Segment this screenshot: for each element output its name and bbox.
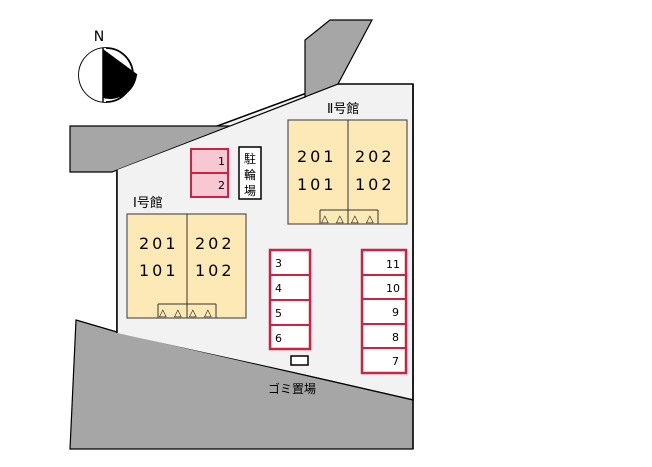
building-1-unit-102: 102	[195, 261, 235, 280]
parking-space-label: 8	[392, 331, 399, 344]
garbage-label: ゴミ置場	[268, 381, 316, 396]
building-2-name: Ⅱ号館	[327, 102, 359, 117]
bike-space-label: 1	[218, 155, 225, 168]
parking-space-label: 9	[392, 306, 399, 319]
bike-space-label: 2	[218, 179, 225, 192]
building-1-step: △	[174, 308, 182, 319]
parking-space-label: 5	[275, 307, 282, 320]
building-1-unit-201: 201	[139, 234, 179, 253]
bike-parking: 1 2 駐 輪 場	[190, 146, 262, 200]
building-2-step: △	[336, 214, 344, 225]
bike-parking-sign	[238, 146, 262, 200]
compass-label: N	[94, 29, 104, 45]
building-1-step: △	[204, 308, 212, 319]
bike-parking-label-char: 場	[244, 184, 256, 198]
building-2-unit-102: 102	[355, 175, 395, 194]
bike-parking-label-char: 輪	[244, 167, 256, 182]
parking-space-label: 6	[275, 332, 282, 345]
parking-space-label: 10	[386, 282, 400, 295]
building-2-unit-201: 201	[297, 147, 337, 166]
building-2-step: △	[321, 214, 329, 225]
parking-space-label: 3	[275, 257, 282, 270]
building-1-unit-202: 202	[195, 234, 235, 253]
parking-space-label: 7	[392, 355, 399, 368]
parking-space-label: 4	[275, 282, 282, 295]
bike-parking-label-char: 駐	[244, 151, 256, 166]
building-2-step: △	[351, 214, 359, 225]
building-1-step: △	[189, 308, 197, 319]
north-compass: N	[78, 29, 138, 103]
building-1-unit-101: 101	[139, 261, 179, 280]
building-1-step: △	[159, 308, 167, 319]
parking-middle: 3 4 5 6	[268, 248, 312, 351]
road-top	[69, 19, 373, 173]
building-2-unit-101: 101	[297, 175, 337, 194]
garbage-area	[290, 355, 309, 366]
building-1-name: Ⅰ号館	[133, 196, 163, 211]
parking-space-label: 11	[386, 258, 400, 271]
building-2-unit-202: 202	[355, 147, 395, 166]
parking-right: 11 10 9 8 7	[360, 248, 408, 375]
building-2-step: △	[366, 214, 374, 225]
